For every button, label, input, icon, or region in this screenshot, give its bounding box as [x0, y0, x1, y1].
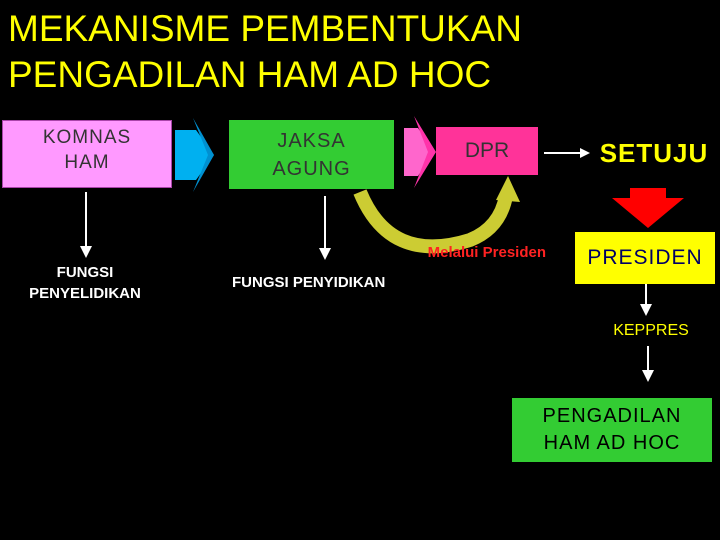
fungsi-penyelidikan-line-1: FUNGSI — [56, 264, 114, 281]
page-title: MEKANISME PEMBENTUKAN PENGADILAN HAM AD … — [8, 6, 708, 98]
arrow-keppres-down — [642, 370, 654, 382]
arrow-setuju-to-presiden — [612, 188, 684, 228]
arrow-jaksa-to-dpr — [404, 128, 434, 176]
arrow-jaksa-down — [319, 248, 331, 260]
arrow-jaksa-to-dpr-tip — [414, 116, 436, 188]
fungsi-penyelidikan-line-2: PENYELIDIKAN — [29, 285, 141, 302]
label-fungsi-penyidikan: FUNGSI PENYIDIKAN — [232, 274, 386, 291]
label-melalui-presiden: Melalui Presiden — [427, 244, 546, 261]
node-presiden: PRESIDEN — [575, 232, 715, 284]
arrow-presiden-down — [640, 304, 652, 316]
node-jaksa-agung: JAKSA AGUNG — [229, 120, 394, 189]
komnas-line-1: KOMNAS — [42, 127, 132, 148]
title-line-1: MEKANISME PEMBENTUKAN — [8, 8, 522, 49]
komnas-line-2: HAM — [64, 152, 110, 173]
title-line-2: PENGADILAN HAM AD HOC — [8, 54, 492, 95]
node-komnas-ham: KOMNAS HAM — [2, 120, 172, 188]
curve-arrow-head — [496, 176, 520, 202]
arrow-dpr-to-setuju — [580, 148, 590, 158]
node-pengadilan-ham-ad-hoc: PENGADILAN HAM AD HOC — [512, 398, 712, 462]
curve-melalui-presiden — [353, 189, 513, 254]
label-keppres: KEPPRES — [613, 322, 689, 339]
label-fungsi-penyelidikan: FUNGSI PENYELIDIKAN — [10, 262, 160, 304]
pengadilan-line-2: HAM AD HOC — [543, 432, 681, 454]
arrow-komnas-down — [80, 246, 92, 258]
jaksa-line-1: JAKSA — [277, 129, 346, 152]
label-setuju: SETUJU — [599, 137, 709, 168]
arrow-komnas-to-jaksa-tip — [193, 118, 214, 192]
node-dpr: DPR — [436, 127, 538, 175]
jaksa-line-2: AGUNG — [272, 157, 351, 180]
pengadilan-line-1: PENGADILAN — [542, 405, 682, 427]
